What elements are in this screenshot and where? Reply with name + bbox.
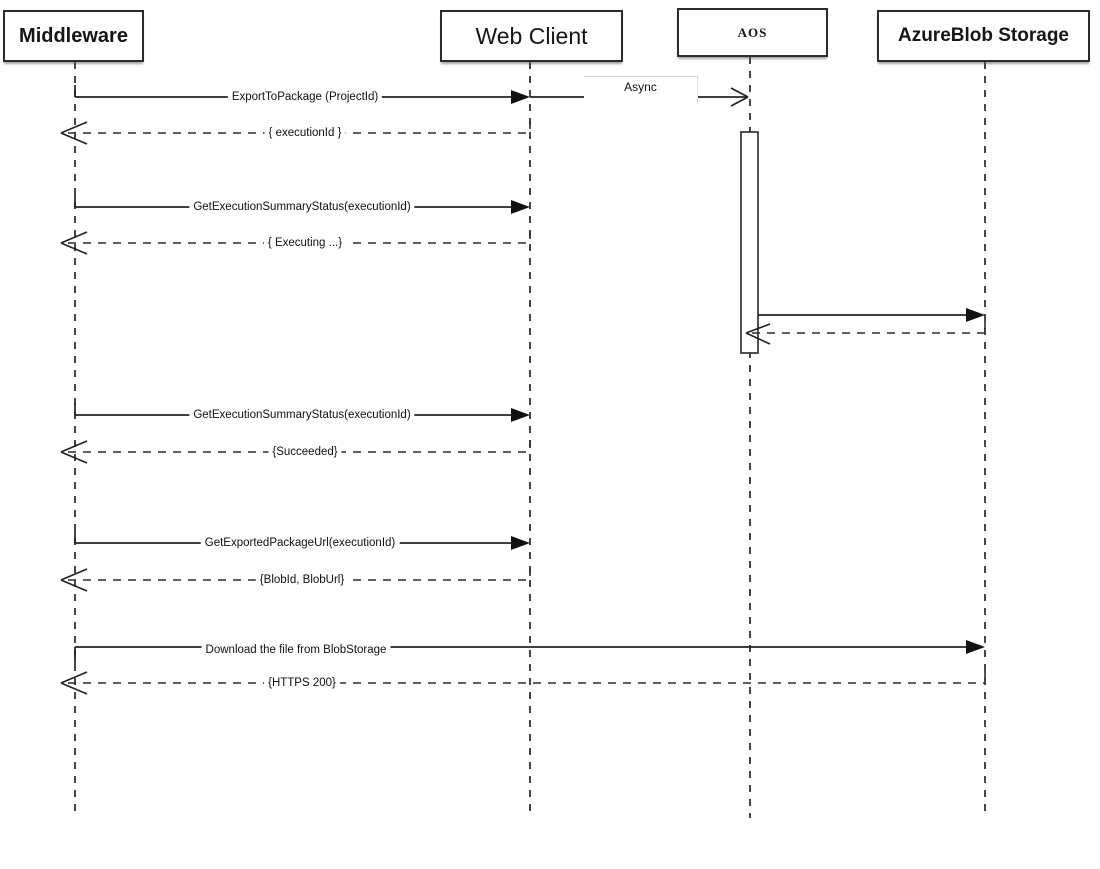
- arrowhead-open: [60, 121, 88, 145]
- label-blob-url-return: {BlobId, BlobUrl}: [255, 572, 349, 588]
- label-get-status-2: GetExecutionSummaryStatus(executionId): [189, 407, 415, 423]
- message-https-return: [60, 671, 986, 695]
- arrowhead-open: [60, 231, 88, 255]
- async-note: Async: [584, 76, 698, 103]
- arrowhead-open: [60, 671, 88, 695]
- actor-web-client-label: Web Client: [475, 22, 588, 49]
- actor-azure-blob-storage: AzureBlob Storage: [877, 10, 1090, 62]
- arrowhead-open: [730, 87, 749, 107]
- label-download-file: Download the file from BlobStorage: [201, 642, 391, 658]
- arrowhead-open: [745, 323, 771, 345]
- actor-azure-blob-storage-label: AzureBlob Storage: [897, 25, 1070, 46]
- arrowhead-filled: [511, 408, 530, 422]
- actor-aos: AOS: [677, 8, 828, 57]
- message-aos-to-blob: [758, 308, 985, 322]
- message-blob-to-aos-return: [745, 321, 986, 345]
- actor-web-client: Web Client: [440, 10, 623, 62]
- arrowhead-open: [60, 440, 88, 464]
- label-https-return: {HTTPS 200}: [264, 675, 340, 691]
- label-get-status-1: GetExecutionSummaryStatus(executionId): [189, 199, 415, 215]
- actor-middleware-label: Middleware: [19, 24, 128, 47]
- async-note-label: Async: [624, 80, 657, 94]
- arrowhead-filled: [511, 536, 530, 550]
- arrowhead-filled: [511, 200, 530, 214]
- label-executing-return: { Executing ...}: [263, 235, 347, 251]
- arrowhead-open: [60, 568, 88, 592]
- arrowhead-filled: [511, 90, 530, 104]
- aos-activation-bar: [740, 131, 759, 354]
- actor-aos-label: AOS: [737, 24, 768, 40]
- arrowhead-filled: [966, 640, 985, 654]
- lifelines: [74, 57, 986, 818]
- arrowhead-filled: [966, 308, 985, 322]
- label-export-to-package: ExportToPackage (ProjectId): [227, 89, 383, 105]
- label-succeeded-return: {Succeeded}: [268, 444, 342, 460]
- label-get-exported-package-url: GetExportedPackageUrl(executionId): [200, 535, 400, 551]
- label-execution-id-return: { executionId }: [264, 125, 346, 141]
- actor-middleware: Middleware: [3, 10, 144, 62]
